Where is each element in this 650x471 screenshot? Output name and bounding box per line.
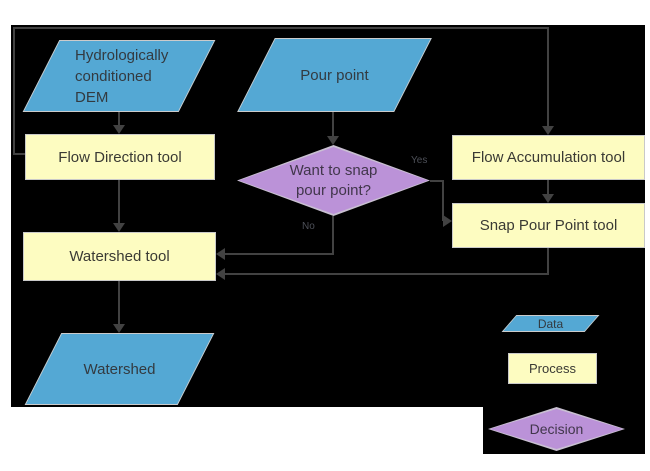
- legend-data-label: Data: [537, 316, 564, 331]
- edge-label-no: No: [302, 221, 315, 232]
- edge-yes-vertical: [442, 180, 444, 221]
- edge-yes-horizontal: [430, 180, 444, 182]
- arrowhead-snappour-into-watershed-tool: [216, 268, 225, 280]
- node-decision-line1: Want to snap: [289, 161, 378, 179]
- arrowhead-into-flow-accumulation: [542, 126, 554, 135]
- edge-flowdir-loop-vertical-right: [547, 27, 549, 128]
- arrowhead-yes-into-snap-pour-point: [443, 215, 452, 227]
- node-watershed-label: Watershed: [83, 360, 156, 378]
- edge-dem-to-flowdir: [118, 112, 120, 128]
- edge-snappour-down: [547, 248, 549, 275]
- edge-flowaccum-to-snappour: [547, 180, 549, 196]
- edge-watershedtool-to-watershed: [118, 281, 120, 326]
- arrowhead-into-watershed-tool-top: [113, 223, 125, 232]
- edge-flowdir-loop-top: [13, 27, 549, 29]
- arrowhead-into-decision: [327, 136, 339, 145]
- arrowhead-into-watershed: [113, 324, 125, 333]
- edge-flowdir-loop-stub: [13, 153, 25, 155]
- edge-no-vertical: [332, 216, 334, 255]
- node-dem-line2: conditioned: [75, 67, 152, 85]
- arrowhead-no-into-watershed-tool: [216, 248, 225, 260]
- arrowhead-into-flow-direction: [113, 125, 125, 134]
- node-pour-point-label: Pour point: [300, 66, 369, 84]
- legend-data-shape: Data: [501, 315, 600, 332]
- node-decision-line2: pour point?: [295, 181, 372, 199]
- legend-process-shape: Process: [508, 353, 597, 384]
- edge-snappour-to-watershedtool: [221, 273, 549, 275]
- node-dem-line3: DEM: [75, 88, 109, 106]
- edge-pourpoint-to-decision: [332, 112, 334, 138]
- node-snap-pour-point-tool: Snap Pour Point tool: [452, 203, 645, 248]
- edge-flowdir-loop-vertical-left: [13, 27, 15, 155]
- node-dem: Hydrologically conditioned DEM: [22, 40, 216, 112]
- node-dem-label: Hydrologically conditioned DEM: [42, 41, 196, 111]
- node-flow-direction-tool: Flow Direction tool: [25, 134, 215, 180]
- edge-no-horizontal: [221, 253, 334, 255]
- arrowhead-into-snap-pour-point: [542, 194, 554, 203]
- node-pour-point: Pour point: [237, 38, 432, 112]
- node-flow-accumulation-tool: Flow Accumulation tool: [452, 135, 645, 180]
- node-watershed: Watershed: [24, 333, 215, 405]
- node-dem-line1: Hydrologically: [75, 46, 169, 64]
- node-watershed-tool: Watershed tool: [23, 232, 216, 281]
- edge-flowdir-to-watershedtool: [118, 180, 120, 225]
- edge-label-yes: Yes: [411, 155, 428, 166]
